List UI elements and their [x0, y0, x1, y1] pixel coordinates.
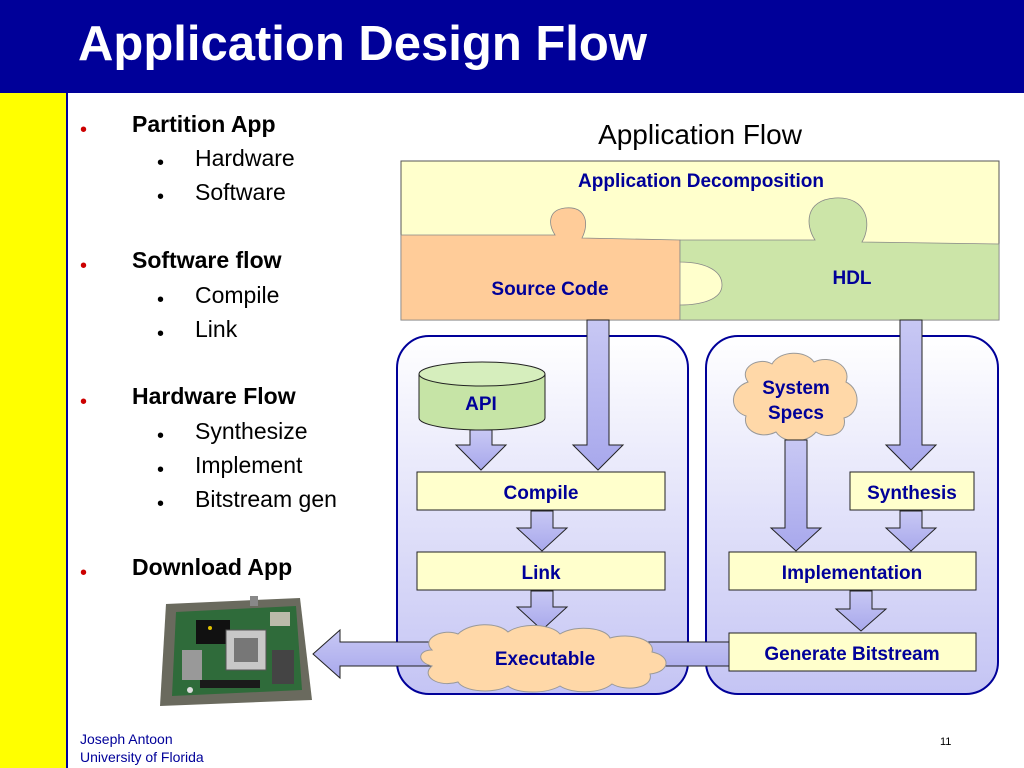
implementation-to-bitstream-arrow: [834, 590, 888, 632]
api-to-compile-arrow: [454, 429, 508, 471]
link-to-executable-arrow: [515, 590, 569, 631]
compile-box: [416, 471, 666, 511]
executable-cloud: Executable: [420, 624, 667, 693]
fpga-board-icon: [160, 596, 312, 706]
left-accent-strip: [0, 93, 68, 768]
bullet-dot: •: [80, 119, 88, 141]
footer-affiliation: University of Florida: [80, 749, 204, 765]
source-code-label: Source Code: [491, 279, 608, 300]
implementation-box: [728, 551, 977, 591]
api-label: API: [465, 394, 497, 415]
compile-to-link-arrow: [515, 510, 569, 552]
bullet-software-flow: Software flow: [132, 247, 282, 273]
subbullet-implement: Implement: [195, 452, 303, 478]
subbullet-hardware: Hardware: [195, 145, 295, 171]
hdl-piece: [679, 197, 1000, 321]
subbullet-software: Software: [195, 179, 286, 205]
system-specs-cloud: System Specs: [733, 352, 858, 442]
bullet-dot: •: [157, 289, 165, 311]
bullet-partition-app: Partition App: [132, 111, 276, 137]
slide-title: Application Design Flow: [78, 17, 647, 71]
subbullet-synthesize: Synthesize: [195, 418, 308, 444]
diagram-heading: Application Flow: [598, 119, 803, 150]
hdl-to-synthesis-arrow: [884, 319, 938, 471]
link-box: [416, 551, 666, 591]
synthesis-label: Synthesis: [867, 483, 957, 504]
subbullet-bitstream-gen: Bitstream gen: [195, 486, 337, 512]
specs-to-implementation-arrow: [769, 439, 823, 552]
system-specs-line1: System: [762, 378, 830, 399]
bullet-dot: •: [157, 152, 165, 174]
application-decomposition-box: Application Decomposition Source Code HD…: [400, 160, 1000, 321]
api-database-icon: API: [418, 361, 546, 431]
title-bar: [0, 0, 1024, 93]
bullet-dot: •: [80, 562, 88, 584]
bullet-dot: •: [157, 323, 165, 345]
bullet-dot: •: [157, 186, 165, 208]
bullet-dot: •: [157, 459, 165, 481]
hdl-label: HDL: [832, 268, 871, 289]
bullet-dot: •: [80, 391, 88, 413]
subbullet-link: Link: [195, 316, 238, 342]
synthesis-box: [849, 471, 975, 511]
page-number: 11: [940, 736, 952, 748]
implementation-label: Implementation: [782, 563, 922, 584]
subbullet-compile: Compile: [195, 282, 280, 308]
footer-author: Joseph Antoon: [80, 731, 173, 747]
link-label: Link: [521, 563, 560, 584]
bullet-dot: •: [157, 493, 165, 515]
executable-label: Executable: [495, 649, 595, 670]
bullet-dot: •: [80, 255, 88, 277]
bullet-hardware-flow: Hardware Flow: [132, 383, 296, 409]
synthesis-to-implementation-arrow: [884, 510, 938, 552]
generate-bitstream-label: Generate Bitstream: [764, 644, 939, 665]
source-code-piece: [400, 207, 681, 321]
compile-label: Compile: [504, 483, 579, 504]
decomposition-label: Application Decomposition: [578, 171, 824, 192]
bullet-download-app: Download App: [132, 554, 293, 580]
source-to-compile-arrow: [571, 319, 625, 471]
bullet-dot: •: [157, 425, 165, 447]
system-specs-line2: Specs: [768, 403, 824, 424]
